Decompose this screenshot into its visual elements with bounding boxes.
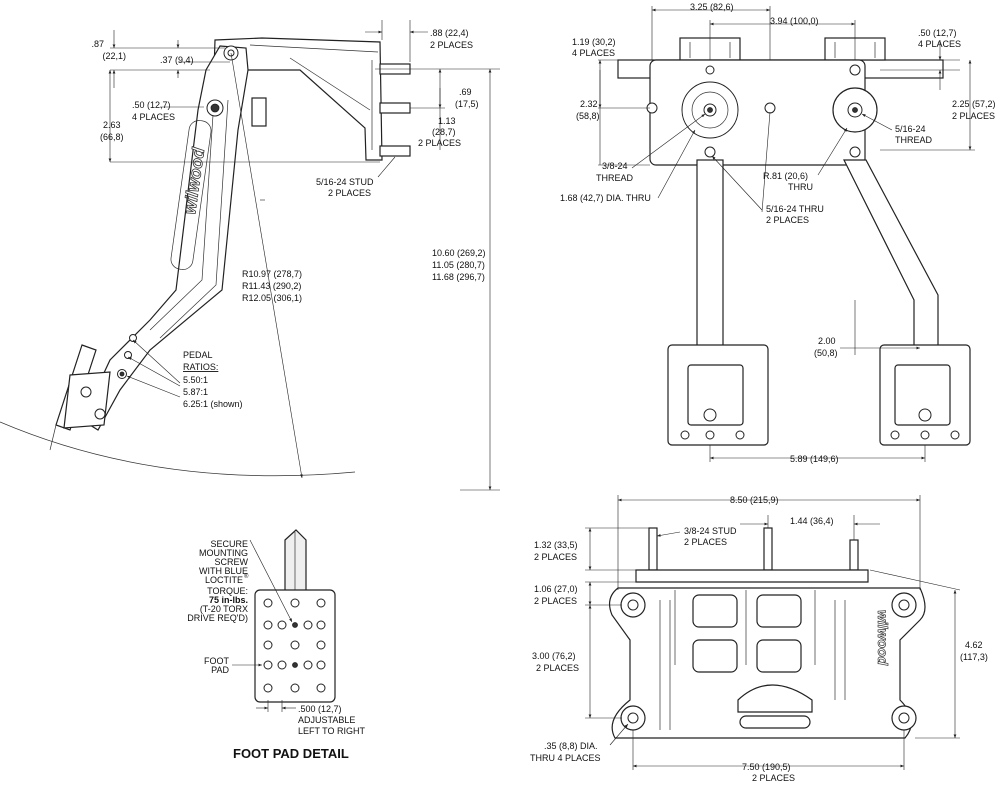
dim-225: 2.25 (57,2): [952, 99, 996, 109]
dim-119: 1.19 (30,2): [572, 37, 616, 47]
dim-035: .35 (8,8) DIA.: [544, 741, 598, 751]
side-view: wilwood: [0, 20, 500, 491]
dim-front-050-sub: 4 PLACES: [918, 39, 961, 49]
dim-069-mm: (17,5): [455, 99, 479, 109]
secure-line-4: WITH BLUE: [199, 566, 248, 576]
radius-2: R11.43 (290,2): [242, 281, 301, 291]
stud-38: 3/8-24 STUD: [684, 526, 737, 536]
dim-168: 1.68 (42,7) DIA. THRU: [560, 193, 651, 203]
ratio-1: 5.50:1: [183, 375, 208, 385]
secure-line-5: LOCTITE: [205, 575, 243, 585]
pushrod-clevis: [251, 97, 267, 127]
adjust-label-2: LEFT TO RIGHT: [298, 726, 366, 736]
secure-line-2: MOUNTING: [199, 548, 248, 558]
dim-263-mm: (66,8): [100, 132, 124, 142]
stud-38-sub: 2 PLACES: [684, 537, 727, 547]
front-view: 3.25 (82,6) 3.94 (100,0) 1.19 (30,2) 4 P…: [560, 2, 996, 464]
top-stud-center: [763, 527, 773, 571]
torque-value: 75 in-lbs.: [209, 595, 248, 605]
foot-label: FOOT: [204, 656, 229, 666]
torque-note-2: DRIVE REQ'D): [187, 613, 248, 623]
torque-note: (T-20 TORX: [200, 604, 248, 614]
dim-088-sub: 2 PLACES: [430, 40, 473, 50]
secure-line-3: SCREW: [215, 557, 249, 567]
foot-pad-detail: SECURE MOUNTING SCREW WITH BLUE LOCTITE …: [187, 529, 366, 761]
dim-132-sub: 2 PLACES: [534, 552, 577, 562]
adjust-label: ADJUSTABLE: [298, 715, 355, 725]
ratio-2: 5.87:1: [183, 387, 208, 397]
ratio-3: 6.25:1 (shown): [183, 399, 243, 409]
dim-050: .50 (12,7): [132, 100, 171, 110]
dim-113: 1.13: [438, 116, 456, 126]
dim-263: 2.63: [103, 120, 121, 130]
stud-lower: [379, 145, 411, 157]
top-view: wilwood 8.50 (215,9) 3/8-24 STUD 2 PLACE…: [530, 495, 988, 783]
dim-200: 2.00: [818, 336, 836, 346]
ratios-title: PEDAL: [183, 350, 213, 360]
pedal-swing-arc: [0, 421, 356, 477]
foot-pad-holes: [263, 598, 326, 693]
ratios-title2: RATIOS:: [183, 362, 218, 372]
dim-087-mm: (22,1): [102, 51, 126, 61]
stud-label: 5/16-24 STUD: [316, 177, 374, 187]
radius-3: R12.05 (306,1): [242, 293, 302, 303]
top-stud-left: [648, 527, 658, 571]
thread-516: 5/16-24: [895, 124, 926, 134]
dim-144: 1.44 (36,4): [790, 516, 834, 526]
registered-mark: ®: [244, 573, 249, 580]
dim-087: .87: [91, 39, 104, 49]
dim-394: 3.94 (100,0): [770, 16, 819, 26]
top-stud-right: [849, 539, 859, 571]
stud-mid: [379, 102, 411, 114]
dim-106-sub: 2 PLACES: [534, 596, 577, 606]
thread-516-sub: THREAD: [895, 135, 933, 145]
dim-050-sub: 4 PLACES: [132, 112, 175, 122]
thru-516-sub: 2 PLACES: [766, 215, 809, 225]
dim-232-mm: (58,8): [576, 111, 600, 121]
dim-037: .37 (9,4): [160, 55, 194, 65]
dim-113-mm: (28,7): [432, 127, 456, 137]
dim-132: 1.32 (33,5): [534, 540, 578, 550]
dim-750-sub: 2 PLACES: [752, 773, 795, 783]
dim-113-sub: 2 PLACES: [418, 138, 461, 148]
dim-462-mm: (117,3): [960, 652, 988, 662]
pad-label: PAD: [211, 665, 229, 675]
dim-front-050: .50 (12,7): [918, 28, 957, 38]
stud-label-sub: 2 PLACES: [328, 188, 371, 198]
dim-106: 1.06 (27,0): [534, 584, 578, 594]
dim-225-sub: 2 PLACES: [952, 111, 995, 121]
base-logo: wilwood: [875, 610, 891, 666]
top-flange: [635, 569, 869, 583]
dim-119-sub: 4 PLACES: [572, 48, 615, 58]
thru-516: 5/16-24 THRU: [766, 204, 824, 214]
adjust-dim: .500 (12,7): [298, 704, 342, 714]
thread-38: 3/8-24: [602, 161, 628, 171]
dim-200-mm: (50,8): [814, 348, 838, 358]
foot-pad-arm: [284, 529, 307, 593]
dim-035-sub: THRU 4 PLACES: [530, 753, 601, 763]
dim-r081-sub: THRU: [788, 182, 813, 192]
dim-325: 3.25 (82,6): [690, 2, 734, 12]
thread-38-sub: THREAD: [596, 173, 634, 183]
dim-750: 7.50 (190,5): [742, 762, 791, 772]
height-3: 11.68 (296,7): [432, 272, 485, 282]
pedal-arm: [81, 45, 249, 431]
dim-088: .88 (22,4): [430, 28, 469, 38]
foot-pad-title: FOOT PAD DETAIL: [233, 746, 349, 761]
height-2: 11.05 (280,7): [432, 260, 485, 270]
secure-line-1: SECURE: [210, 539, 248, 549]
dim-232: 2.32: [580, 99, 598, 109]
dim-850: 8.50 (215,9): [730, 495, 779, 505]
dim-r081: R.81 (20,6): [763, 171, 808, 181]
dim-300: 3.00 (76,2): [532, 651, 576, 661]
height-1: 10.60 (269,2): [432, 248, 486, 258]
torque-label: TORQUE:: [207, 586, 248, 596]
dim-300-sub: 2 PLACES: [536, 663, 579, 673]
dim-462: 4.62: [965, 640, 983, 650]
radius-1: R10.97 (278,7): [242, 269, 302, 279]
dim-589: 5.89 (149,6): [790, 454, 839, 464]
dim-069: .69: [459, 87, 472, 97]
